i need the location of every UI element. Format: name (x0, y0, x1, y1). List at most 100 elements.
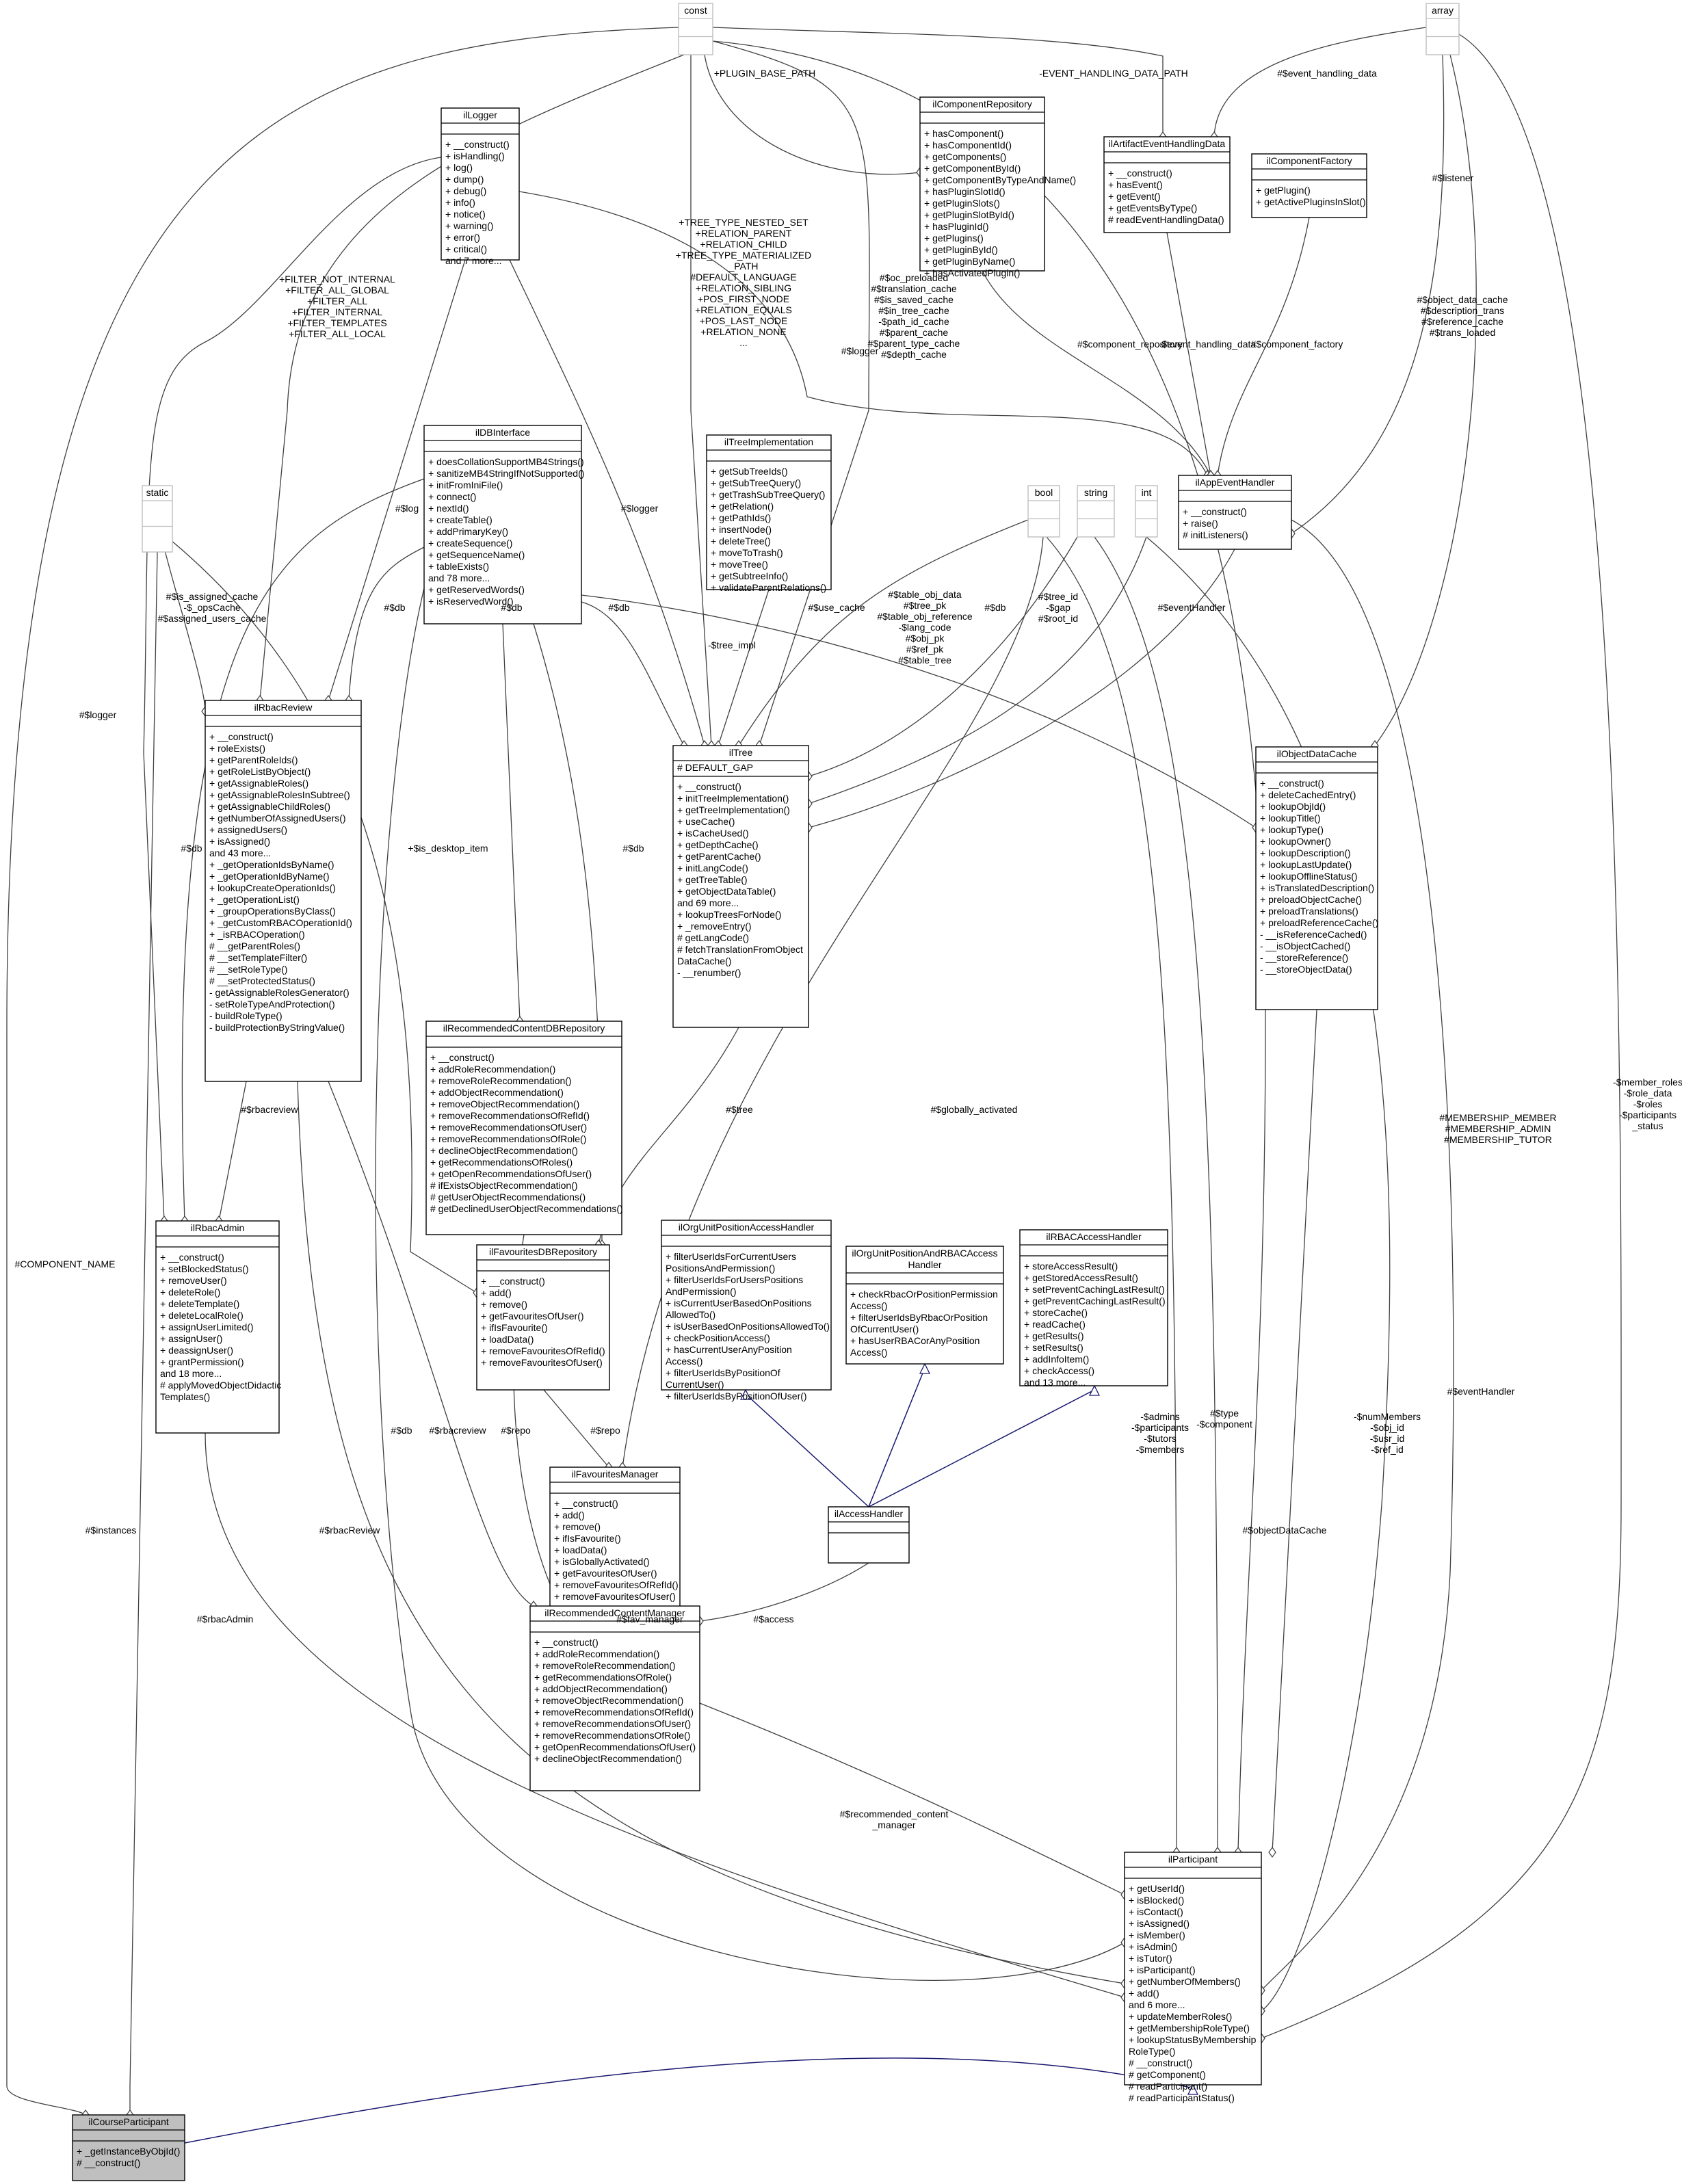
class-node-ilAccessHandler[interactable]: ilAccessHandler (828, 1506, 910, 1564)
edge-path (699, 1702, 1125, 1895)
class-method: CurrentUser() (666, 1379, 724, 1390)
class-node-static[interactable]: static (142, 485, 173, 553)
class-method: + getResults() (1024, 1330, 1084, 1341)
class-method: + _getOperationIdsByName() (209, 859, 334, 870)
class-method: + __construct() (1260, 778, 1324, 789)
class-node-ilRBACAccessHandler[interactable]: ilRBACAccessHandler+ storeAccessResult()… (1019, 1229, 1168, 1388)
class-node-ilFavouritesDBRepository[interactable]: ilFavouritesDBRepository+ __construct()+… (476, 1244, 610, 1391)
association-edge (345, 547, 425, 707)
class-method: + getReservedWords() (428, 584, 525, 595)
class-node-ilTreeImplementation[interactable]: ilTreeImplementation+ getSubTreeIds()+ g… (706, 434, 832, 593)
class-method: + addObjectRecommendation() (534, 1683, 668, 1694)
class-method: + _isRBACOperation() (209, 929, 305, 940)
class-method: + getSubTreeQuery() (711, 477, 801, 488)
edge-label: #$assigned_users_cache (158, 613, 267, 624)
class-method: + __construct() (534, 1637, 599, 1648)
class-method: + removeRoleRecommendation() (534, 1660, 676, 1671)
class-method: + getObjectDataTable() (677, 886, 776, 897)
class-method: + removeRecommendationsOfRole() (534, 1730, 690, 1741)
class-method: + _getOperationList() (209, 894, 300, 905)
edge-label: -$members (1136, 1444, 1185, 1455)
class-method: + isGloballyActivated() (554, 1556, 650, 1567)
class-box (1077, 485, 1115, 538)
class-node-const[interactable]: const (678, 3, 713, 55)
edge-label: #$db (181, 843, 202, 854)
class-method: + isAssigned() (209, 836, 270, 847)
class-node-ilRecommendedContentManager[interactable]: ilRecommendedContentManager+ __construct… (529, 1605, 700, 1791)
class-box (1251, 153, 1367, 218)
class-method: + getRelation() (711, 501, 774, 512)
inheritance-edge (184, 2057, 1199, 2144)
class-method: + hasComponentId() (924, 140, 1012, 150)
class-method: + getAssignableChildRoles() (209, 801, 330, 812)
class-method: PositionsAndPermission() (666, 1263, 775, 1274)
class-node-ilObjectDataCache[interactable]: ilObjectDataCache+ __construct()+ delete… (1255, 746, 1378, 1010)
class-method: + isCurrentUserBasedOnPositions (666, 1298, 812, 1308)
edge-path (868, 1389, 1095, 1508)
edge-label: #$depth_cache (881, 349, 947, 360)
edge-label: #$ref_pk (906, 644, 944, 655)
edge-label: #$type (1210, 1408, 1239, 1419)
edge-label: +$is_desktop_item (408, 843, 488, 854)
class-node-ilTree[interactable]: ilTree# DEFAULT_GAP+ __construct()+ init… (672, 745, 809, 1028)
class-node-ilRbacAdmin[interactable]: ilRbacAdmin+ __construct()+ setBlockedSt… (155, 1220, 281, 1434)
class-method: - setRoleTypeAndProtection() (209, 999, 335, 1010)
edge-path (1374, 54, 1477, 746)
class-node-ilOrgUnitPositionAccessHandler[interactable]: ilOrgUnitPositionAccessHandler+ filterUs… (661, 1220, 832, 1402)
class-method: + getParentCache() (677, 851, 761, 862)
class-method: + filterUserIdsForCurrentUsers (666, 1251, 796, 1262)
class-method: + declineObjectRecommendation() (534, 1753, 682, 1764)
edge-path (259, 54, 685, 701)
class-node-ilDBInterface[interactable]: ilDBInterface+ doesCollationSupportMB4St… (423, 425, 584, 624)
class-title: ilCourseParticipant (88, 2116, 169, 2127)
class-method: and 43 more... (209, 847, 271, 858)
class-method: + removeRecommendationsOfUser() (430, 1122, 587, 1133)
edge-path (502, 623, 521, 1022)
class-method: + lookupDescription() (1260, 847, 1351, 858)
class-node-ilParticipant[interactable]: ilParticipant+ getUserId()+ isBlocked()+… (1124, 1852, 1262, 2103)
class-node-ilCourseParticipant[interactable]: ilCourseParticipant + _getInstanceByObjId… (72, 2114, 185, 2181)
class-node-ilComponentFactory[interactable]: ilComponentFactory+ getPlugin()+ getActi… (1251, 153, 1367, 218)
edge-label: -$tree_impl (708, 640, 756, 650)
inheritance-edge (868, 1384, 1101, 1508)
edge-path (181, 478, 425, 1222)
class-method: + add() (1129, 1988, 1159, 1999)
edge-path (1166, 232, 1211, 476)
edge-label: +PLUGIN_BASE_PATH (714, 68, 815, 79)
edge-label: -$participants (1619, 1109, 1677, 1120)
class-node-ilLogger[interactable]: ilLogger+ __construct()+ isHandling()+ l… (441, 107, 520, 266)
edge-path (738, 519, 1029, 746)
class-method: # __getParentRoles() (209, 940, 300, 951)
edge-label: #$logger (841, 345, 879, 356)
class-method: + connect() (428, 491, 476, 502)
edge-label: +RELATION_EQUALS (695, 304, 792, 315)
class-node-bool[interactable]: bool (1027, 485, 1060, 538)
class-node-string[interactable]: string (1077, 485, 1115, 538)
class-method: + removeRecommendationsOfRefId() (430, 1110, 590, 1121)
class-node-ilRbacReview[interactable]: ilRbacReview+ __construct()+ roleExists(… (205, 700, 362, 1082)
class-method: + getPluginByName() (924, 256, 1015, 267)
class-method: + isTutor() (1129, 1953, 1172, 1964)
edge-path (699, 1562, 869, 1622)
class-method: + initLangCode() (677, 863, 748, 873)
class-node-ilAppEventHandler[interactable]: ilAppEventHandler+ __construct()+ raise(… (1178, 475, 1292, 550)
class-node-int[interactable]: int (1135, 485, 1158, 538)
class-method: + preloadTranslations() (1260, 906, 1358, 917)
class-node-ilFavouritesManager[interactable]: ilFavouritesManager+ __construct()+ add(… (549, 1466, 681, 1622)
class-method: + getPreventCachingLastResult() (1024, 1295, 1166, 1306)
edge-label: #$use_cache (808, 602, 865, 613)
edge-label: -$gap (1046, 602, 1070, 613)
class-method: and 69 more... (677, 897, 739, 908)
class-method: + _getInstanceByObjId() (77, 2146, 180, 2157)
class-node-array[interactable]: array (1425, 3, 1460, 55)
class-method: + setResults() (1024, 1342, 1083, 1353)
class-node-ilArtifactEventHandlingData[interactable]: ilArtifactEventHandlingData+ __construct… (1103, 136, 1231, 233)
class-node-ilComponentRepository[interactable]: ilComponentRepository+ hasComponent()+ h… (919, 96, 1076, 278)
edge-label: #$objectDataCache (1243, 1525, 1327, 1536)
edge-label: #$tree (726, 1104, 753, 1115)
class-method: + removeObjectRecommendation() (430, 1098, 579, 1109)
class-node-ilRecommendedContentDBRepository[interactable]: ilRecommendedContentDBRepository+ __cons… (425, 1021, 623, 1235)
class-method: + deleteRole() (160, 1287, 220, 1298)
